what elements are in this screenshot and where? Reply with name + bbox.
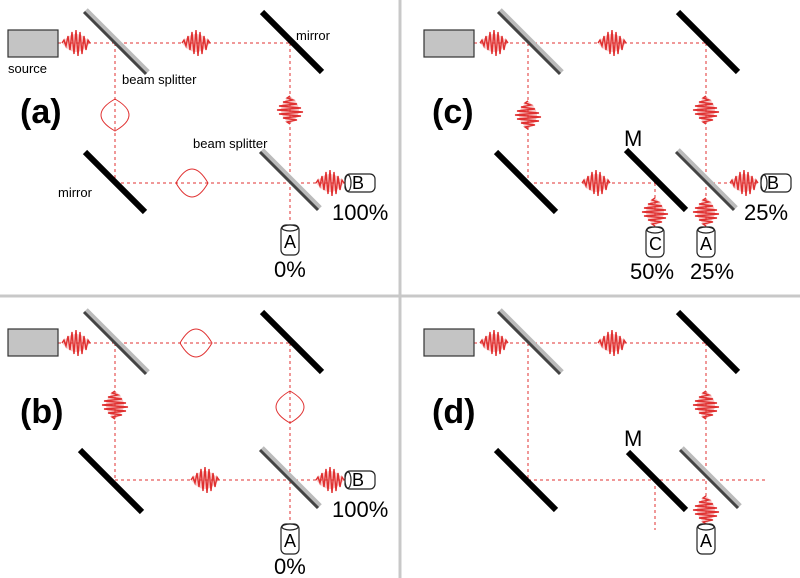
- detector-a-label: A: [284, 531, 296, 551]
- beam-splitter-top: [496, 308, 564, 376]
- panel-a: source beam splitter mirror mirror beam …: [7, 8, 388, 282]
- wave-packet: [641, 197, 669, 227]
- detector-b-percent: 25%: [744, 200, 788, 225]
- mirror-top-right: [675, 9, 741, 75]
- detector-b-percent: 100%: [332, 497, 388, 522]
- mirror-bottom-left: [493, 149, 559, 215]
- wave-packet: [692, 95, 720, 125]
- detector-a-label: A: [700, 531, 712, 551]
- wave-packet: [597, 29, 627, 57]
- wave-packet: [181, 29, 211, 57]
- wave-packet: [61, 329, 91, 357]
- source-box: [423, 328, 475, 357]
- wave-packet: [276, 95, 304, 125]
- detector-b-label: B: [352, 173, 364, 193]
- detector-b-percent: 100%: [332, 200, 388, 225]
- mirror-M: [623, 147, 689, 213]
- detector-a-label: A: [284, 232, 296, 252]
- detector-c-percent: 50%: [630, 259, 674, 284]
- beam-splitter-label-top: beam splitter: [122, 72, 197, 87]
- wave-packet: [692, 390, 720, 420]
- beam-splitter-label-bottom: beam splitter: [193, 136, 268, 151]
- mirror-top-right: [259, 309, 325, 375]
- detector-c-label: C: [649, 234, 662, 254]
- mirror-M-label: M: [624, 426, 642, 451]
- source-box: [7, 328, 59, 357]
- panel-label-d: (d): [432, 393, 475, 431]
- mirror-M-label: M: [624, 126, 642, 151]
- wave-packet: [479, 329, 509, 357]
- empty-envelope: [275, 390, 305, 424]
- mirror-top-right: [675, 309, 741, 375]
- mirror-label-top: mirror: [296, 28, 331, 43]
- beam-splitter-top: [496, 8, 564, 76]
- panel-label-c: (c): [432, 93, 474, 131]
- source-label: source: [8, 61, 47, 76]
- wave-packet: [729, 169, 759, 197]
- wave-packet: [514, 100, 542, 130]
- panel-d: M A (d): [423, 308, 765, 555]
- mirror-bottom-left: [77, 447, 145, 515]
- mirror-M: [625, 449, 689, 513]
- detector-a-percent: 0%: [274, 554, 306, 578]
- beam-splitter-bottom: [674, 148, 738, 212]
- empty-envelope: [175, 168, 209, 198]
- wave-packet: [101, 390, 129, 420]
- panel-label-a: (a): [20, 93, 62, 131]
- wave-packet: [315, 466, 345, 494]
- beam-splitter-bottom: [258, 148, 322, 212]
- wave-packet: [692, 495, 720, 525]
- detector-a-percent: 0%: [274, 257, 306, 282]
- beam-splitter-bottom: [258, 446, 322, 510]
- wave-packet: [692, 197, 720, 227]
- mirror-bottom-left: [493, 447, 559, 513]
- panel-label-b: (b): [20, 393, 63, 431]
- panel-b: B 100% A 0% (b): [7, 308, 388, 578]
- wave-packet: [479, 29, 509, 57]
- wave-packet: [61, 29, 91, 57]
- detector-a-label: A: [700, 234, 712, 254]
- detector-b-label: B: [352, 470, 364, 490]
- mirror-bottom-left: [82, 149, 148, 215]
- beam-splitter-top: [82, 8, 150, 76]
- beam-splitter-top: [82, 308, 150, 376]
- source-box: [7, 29, 59, 58]
- wave-packet: [581, 169, 611, 197]
- wave-packet: [597, 329, 627, 357]
- mirror-top-right: [259, 9, 325, 75]
- source-box: [423, 29, 475, 58]
- panel-c: M B 25% C 50% A 25% (c): [423, 8, 792, 284]
- wave-packet: [315, 169, 345, 197]
- detector-b-label: B: [767, 173, 779, 193]
- mirror-label-bottom: mirror: [58, 185, 93, 200]
- wave-packet: [190, 466, 220, 494]
- beam-splitter-bottom: [678, 446, 742, 510]
- detector-a-percent: 25%: [690, 259, 734, 284]
